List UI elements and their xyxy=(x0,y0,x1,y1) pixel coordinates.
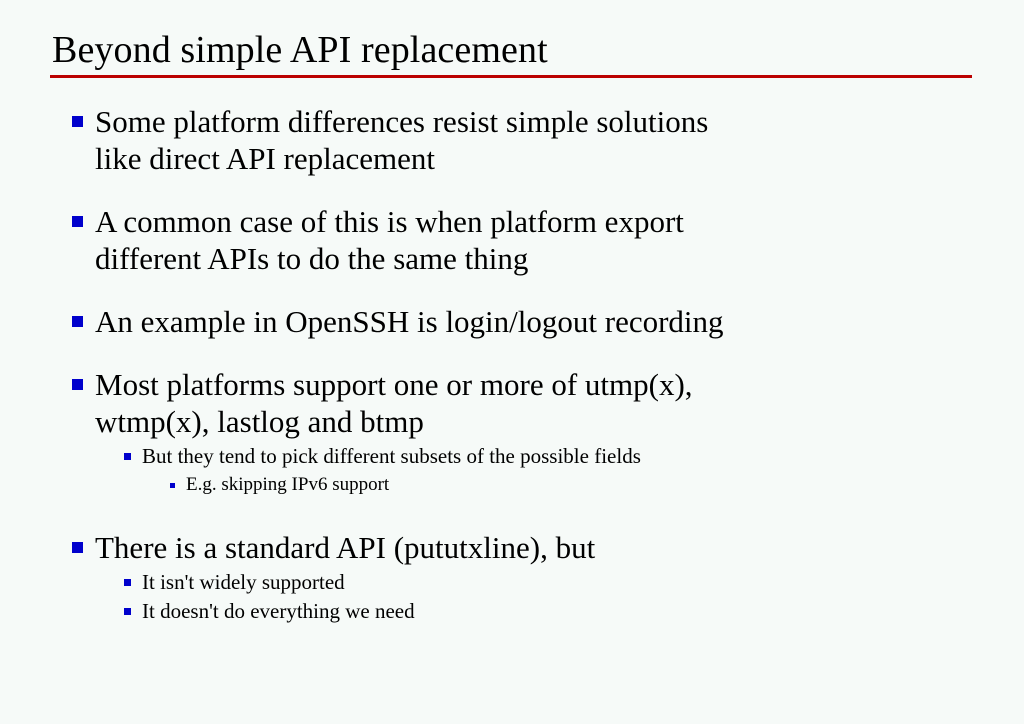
bullet-square-icon xyxy=(72,116,83,127)
sub-list-item-line: It doesn't do everything we need xyxy=(142,599,415,623)
bullet-square-icon xyxy=(72,542,83,553)
sub-list-item: But they tend to pick different subsets … xyxy=(0,442,1024,471)
bullet-list: Some platform differences resist simple … xyxy=(0,103,1024,626)
title-block: Beyond simple API replacement xyxy=(50,28,972,78)
bullet-square-icon xyxy=(170,483,175,488)
list-item-text: Most platforms support one or more of ut… xyxy=(95,366,984,440)
sub-list-item-text: But they tend to pick different subsets … xyxy=(142,442,984,471)
list-item-line: An example in OpenSSH is login/logout re… xyxy=(95,304,724,339)
sub-list-item-line: But they tend to pick different subsets … xyxy=(142,444,641,468)
sub-list-item-text: It doesn't do everything we need xyxy=(142,597,984,626)
sub-list-item-line: It isn't widely supported xyxy=(142,570,345,594)
bullet-square-icon xyxy=(124,579,131,586)
page-title: Beyond simple API replacement xyxy=(52,29,548,71)
sub-list-item-text: It isn't widely supported xyxy=(142,568,984,597)
bullet-square-icon xyxy=(72,316,83,327)
list-item-text: There is a standard API (pututxline), bu… xyxy=(95,529,984,566)
bullet-square-icon xyxy=(124,608,131,615)
list-item-line: wtmp(x), lastlog and btmp xyxy=(95,404,424,439)
list-item-line: like direct API replacement xyxy=(95,141,436,176)
sub-list-item: It doesn't do everything we need xyxy=(0,597,1024,626)
list-item-line: Most platforms support one or more of ut… xyxy=(95,367,693,402)
list-item-line: different APIs to do the same thing xyxy=(95,241,529,276)
list-item: There is a standard API (pututxline), bu… xyxy=(0,529,1024,566)
list-item: Most platforms support one or more of ut… xyxy=(0,366,1024,440)
list-item: A common case of this is when platform e… xyxy=(0,203,1024,277)
list-item-text: Some platform differences resist simple … xyxy=(95,103,984,177)
list-item-line: A common case of this is when platform e… xyxy=(95,204,684,239)
sub-sub-list-item-text: E.g. skipping IPv6 support xyxy=(186,471,984,499)
title-divider-rule xyxy=(50,75,972,78)
list-item-text: A common case of this is when platform e… xyxy=(95,203,984,277)
list-item-line: Some platform differences resist simple … xyxy=(95,104,709,139)
list-item: An example in OpenSSH is login/logout re… xyxy=(0,303,1024,340)
list-item-line: There is a standard API (pututxline), bu… xyxy=(95,530,596,565)
bullet-square-icon xyxy=(124,453,131,460)
sub-list-item: It isn't widely supported xyxy=(0,568,1024,597)
sub-sub-list-item-line: E.g. skipping IPv6 support xyxy=(186,474,390,495)
bullet-square-icon xyxy=(72,216,83,227)
bullet-square-icon xyxy=(72,379,83,390)
list-item: Some platform differences resist simple … xyxy=(0,103,1024,177)
sub-sub-list-item: E.g. skipping IPv6 support xyxy=(0,471,1024,499)
list-item-text: An example in OpenSSH is login/logout re… xyxy=(95,303,984,340)
